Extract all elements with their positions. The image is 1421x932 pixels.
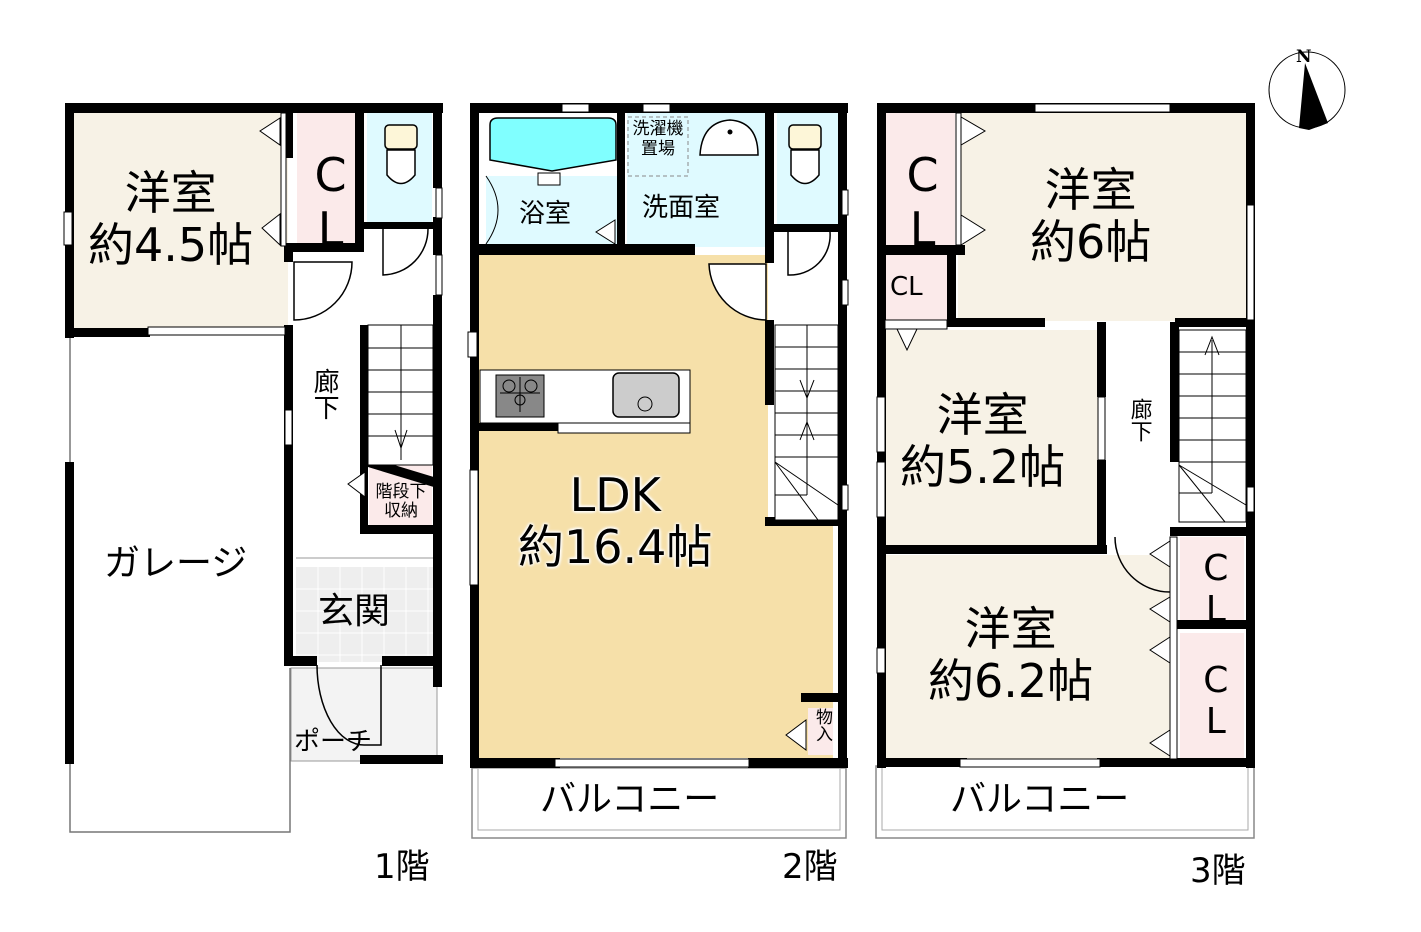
compass-north-label: N — [1296, 47, 1312, 67]
hallway-3f: 廊下 — [1126, 398, 1152, 442]
floor-3-plan — [875, 103, 1255, 839]
closet-3f-b: CL — [890, 272, 923, 302]
room-name: 洋室 — [1044, 163, 1137, 217]
bath-label: 浴室 — [519, 199, 572, 229]
room-size: 約6.2帖 — [928, 653, 1094, 708]
washer-space-label: 洗濯機置場 — [632, 119, 684, 159]
hallway-1f: 廊下 — [309, 368, 340, 420]
floor-2-plan — [467, 103, 849, 839]
closet-1f: CL — [303, 148, 358, 256]
room-western-3f-b: 洋室 約5.2帖 — [900, 388, 1066, 494]
entrance-tile — [296, 567, 434, 662]
north-arrow-icon — [1268, 51, 1346, 130]
floor-1-plan — [63, 103, 443, 833]
floor-label-1f: 1階 — [374, 847, 430, 887]
room-size: 約5.2帖 — [900, 439, 1066, 494]
room-name: LDK — [569, 468, 661, 522]
room-western-3f-a: 洋室 約6帖 — [1030, 163, 1152, 269]
closet-3f-c: CL — [1195, 548, 1237, 630]
western-room-1f-fill — [70, 110, 288, 332]
room-size: 約6帖 — [1030, 214, 1152, 269]
bathtub — [489, 117, 617, 172]
floor-label-3f: 3階 — [1190, 851, 1246, 891]
balcony-3f-label: バルコニー — [950, 779, 1130, 820]
garage-label: ガレージ — [104, 543, 248, 584]
storage-label: 物入 — [812, 708, 833, 742]
room-name: 洋室 — [124, 166, 217, 220]
room-name: 洋室 — [936, 388, 1029, 442]
room-western-3f-c: 洋室 約6.2帖 — [928, 602, 1094, 708]
entrance-label: 玄関 — [318, 591, 391, 632]
room-western-1f: 洋室 約4.5帖 — [88, 166, 254, 272]
room-name: 洋室 — [964, 602, 1057, 656]
room-size: 約4.5帖 — [88, 217, 254, 272]
washroom-label: 洗面室 — [642, 193, 721, 223]
closet-3f-a: CL — [895, 148, 950, 256]
under-stairs-storage: 階段下収納 — [375, 482, 427, 521]
closet-1f-fill — [297, 113, 355, 246]
floor-label-2f: 2階 — [782, 847, 838, 887]
balcony-2f-label: バルコニー — [540, 779, 720, 820]
closet-3f-d: CL — [1195, 660, 1237, 742]
room-size: 約16.4帖 — [518, 519, 713, 574]
room-ldk: LDK 約16.4帖 — [518, 468, 713, 574]
porch-label: ポーチ — [294, 727, 373, 757]
